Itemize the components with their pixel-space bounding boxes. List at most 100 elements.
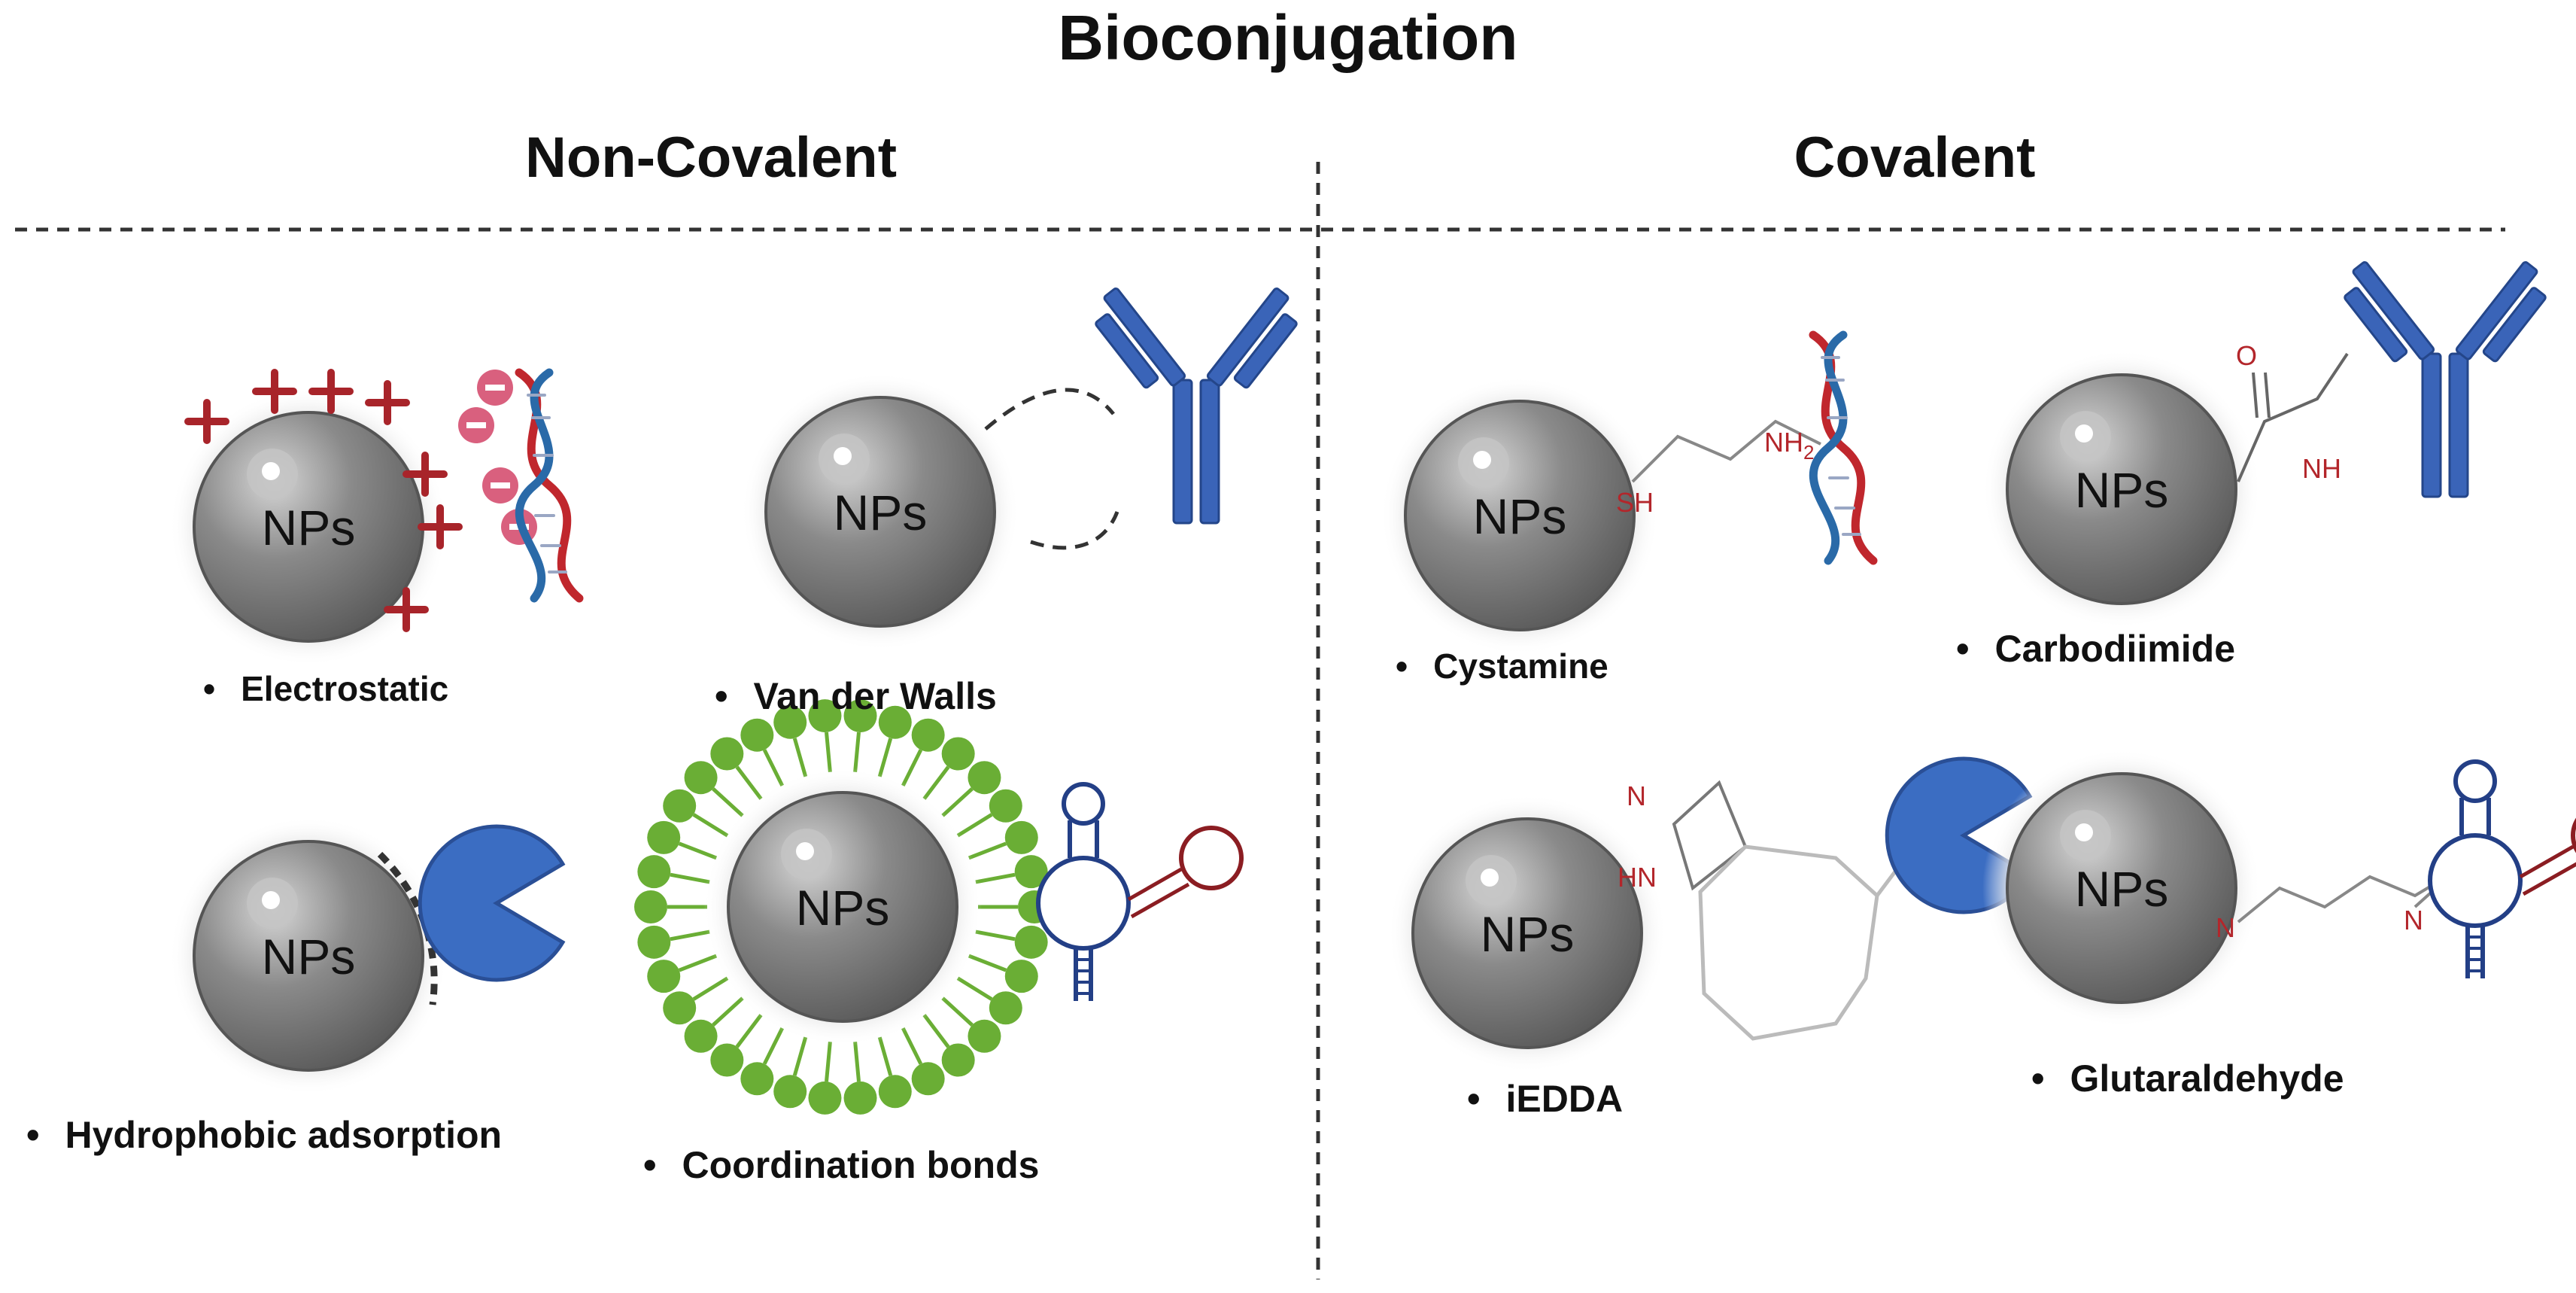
negative-charges <box>458 370 537 545</box>
main-title: Bioconjugation <box>1058 2 1518 73</box>
lipid-head <box>663 789 697 823</box>
lipid-tail <box>901 749 923 786</box>
lipid-tail <box>853 732 861 772</box>
oxygen-label: O <box>2236 340 2257 371</box>
lipid-tail <box>825 732 832 772</box>
lipid-tail <box>692 813 729 838</box>
lipid-tail <box>968 954 1007 972</box>
coordination-illustration <box>634 699 1241 1115</box>
lipid-head <box>989 789 1022 823</box>
covalent-title: Covalent <box>1794 126 2036 190</box>
np-label: NPs <box>262 500 356 555</box>
np-label: NPs <box>1473 488 1567 544</box>
lipid-head <box>637 855 671 889</box>
sh-label: SH <box>1616 487 1654 518</box>
van-der-walls-illustration <box>740 286 1308 653</box>
carbodiimide-illustration <box>1981 260 2557 630</box>
lipid-head <box>1014 925 1048 959</box>
lipid-head <box>941 1043 975 1077</box>
lipid-head <box>634 890 667 923</box>
n-label: N <box>2404 905 2423 936</box>
dna-strand <box>519 373 579 598</box>
lipid-head <box>663 991 697 1025</box>
iedda-illustration <box>1387 759 2030 1074</box>
aptamer <box>1038 784 1241 1001</box>
np-label: NPs <box>796 880 890 936</box>
lipid-tail <box>941 787 974 817</box>
lipid-tail <box>712 787 744 817</box>
lipid-tail <box>678 954 718 972</box>
positive-charges <box>184 369 463 632</box>
n-label: N <box>2216 912 2235 943</box>
lipid-tail <box>792 738 808 777</box>
enzyme-pacman <box>420 826 563 980</box>
glutaraldehyde-illustration <box>1981 747 2576 1029</box>
lipid-head <box>684 1019 718 1053</box>
lipid-tail <box>762 1027 785 1065</box>
lipid-tail <box>670 872 710 884</box>
lipid-head <box>710 737 744 771</box>
lipid-head <box>740 718 774 752</box>
lipid-tail <box>735 765 763 800</box>
lipid-head <box>808 1081 842 1115</box>
lipid-head <box>911 718 945 752</box>
lipid-head <box>968 761 1001 795</box>
lipid-head <box>843 1081 877 1115</box>
n-label: N <box>1627 780 1646 811</box>
np-label: NPs <box>262 929 356 984</box>
hydrophobic-illustration <box>168 815 563 1097</box>
dna-strand <box>1813 335 1873 561</box>
nh2-label: NH2 <box>1764 427 1814 464</box>
lipid-head <box>878 1075 912 1109</box>
lipid-tail <box>956 813 993 838</box>
lipid-tail <box>968 841 1007 860</box>
antibody <box>1084 286 1308 525</box>
lipid-tail <box>670 929 710 942</box>
label-electrostatic: Electrostatic <box>203 666 448 711</box>
lipid-tail <box>792 1036 808 1076</box>
lipid-head <box>968 1019 1001 1053</box>
lipid-tail <box>853 1042 861 1082</box>
nh-label: NH <box>2302 453 2341 484</box>
label-glutaraldehyde: Glutaraldehyde <box>2031 1056 2344 1101</box>
label-coordination: Coordination bonds <box>643 1142 1040 1188</box>
np-label: NPs <box>2075 462 2169 518</box>
lipid-tail <box>762 749 785 786</box>
label-van-der-walls: Van der Walls <box>715 674 997 719</box>
antibody <box>2333 260 2557 498</box>
np-label: NPs <box>2075 861 2169 917</box>
lipid-tail <box>825 1042 832 1082</box>
lipid-head <box>941 737 975 771</box>
lipid-head <box>1004 820 1038 854</box>
lipid-tail <box>956 976 993 1001</box>
np-label: NPs <box>1481 906 1575 962</box>
electrostatic-illustration <box>168 369 579 668</box>
hn-label: HN <box>1618 862 1657 893</box>
lipid-head <box>647 960 681 993</box>
lipid-head <box>740 1062 774 1096</box>
lipid-head <box>637 925 671 959</box>
non-covalent-title: Non-Covalent <box>525 126 897 190</box>
label-cystamine: Cystamine <box>1396 643 1608 689</box>
lipid-tail <box>922 1014 950 1048</box>
lipid-head <box>710 1043 744 1077</box>
lipid-head <box>989 991 1022 1025</box>
lipid-tail <box>975 872 1016 884</box>
lipid-head <box>1004 960 1038 993</box>
lipid-head <box>647 820 681 854</box>
lipid-head <box>684 761 718 795</box>
lipid-head <box>911 1062 945 1096</box>
lipid-tail <box>678 841 718 860</box>
lipid-tail <box>735 1014 763 1048</box>
lipid-tail <box>877 1036 893 1076</box>
label-hydrophobic: Hydrophobic adsorption <box>26 1112 503 1158</box>
lipid-tail <box>877 738 893 777</box>
lipid-tail <box>922 765 950 800</box>
np-label: NPs <box>834 485 928 540</box>
aptamer <box>2430 762 2576 978</box>
lipid-tail <box>712 996 744 1027</box>
label-carbodiimide: Carbodiimide <box>1956 626 2235 671</box>
lipid-tail <box>901 1027 923 1065</box>
